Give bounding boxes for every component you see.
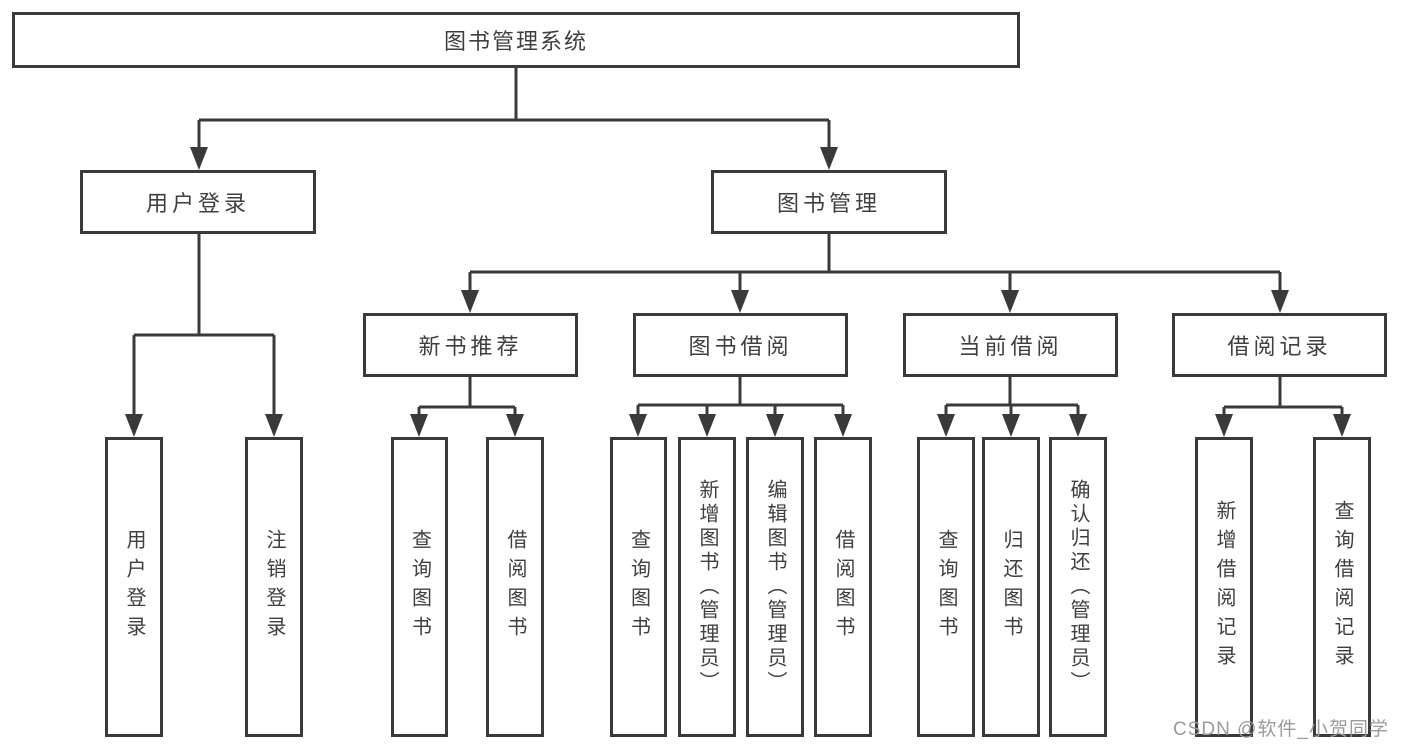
node-book-management-label: 图书管理 <box>776 191 881 216</box>
leaf-br-query-record: 查询借阅记录 <box>1313 437 1371 737</box>
node-root-label: 图书管理系统 <box>443 29 588 54</box>
leaf-nb-borrow-book-label: 借阅图书 <box>504 529 526 645</box>
leaf-br-add-record: 新增借阅记录 <box>1195 437 1253 737</box>
node-book-borrow: 图书借阅 <box>633 313 848 377</box>
leaf-bb-add-book-label: 新增图书（管理员） <box>696 479 718 695</box>
node-borrow-records: 借阅记录 <box>1172 313 1387 377</box>
node-book-borrow-label: 图书借阅 <box>688 334 793 359</box>
node-current-borrow: 当前借阅 <box>903 313 1118 377</box>
leaf-nb-query-book: 查询图书 <box>391 437 448 737</box>
leaf-logout-login-label: 注销登录 <box>263 529 285 645</box>
leaf-bb-query-book-label: 查询图书 <box>627 529 650 645</box>
node-book-management: 图书管理 <box>711 170 947 234</box>
leaf-user-login: 用户登录 <box>105 437 163 737</box>
node-current-borrow-label: 当前借阅 <box>958 334 1063 359</box>
leaf-cb-confirm-return-label: 确认归还（管理员） <box>1067 479 1089 695</box>
leaf-bb-add-book: 新增图书（管理员） <box>678 437 736 737</box>
leaf-bb-query-book: 查询图书 <box>610 437 667 737</box>
leaf-br-query-record-label: 查询借阅记录 <box>1331 500 1353 674</box>
leaf-cb-query-book: 查询图书 <box>917 437 975 737</box>
leaf-cb-return-book-label: 归还图书 <box>1000 529 1022 645</box>
leaf-user-login-label: 用户登录 <box>123 529 145 645</box>
leaf-cb-query-book-label: 查询图书 <box>935 529 957 645</box>
node-new-book-recommend: 新书推荐 <box>363 313 578 377</box>
leaf-bb-edit-book: 编辑图书（管理员） <box>746 437 804 737</box>
leaf-br-add-record-label: 新增借阅记录 <box>1213 500 1235 674</box>
leaf-nb-borrow-book: 借阅图书 <box>486 437 544 737</box>
csdn-watermark: CSDN @软件_小贺同学 <box>1173 719 1389 740</box>
leaf-logout-login: 注销登录 <box>245 437 303 737</box>
node-root: 图书管理系统 <box>12 12 1020 68</box>
leaf-cb-confirm-return: 确认归还（管理员） <box>1049 437 1107 737</box>
leaf-bb-edit-book-label: 编辑图书（管理员） <box>764 479 786 695</box>
leaf-nb-query-book-label: 查询图书 <box>408 529 431 645</box>
node-user-login: 用户登录 <box>80 170 316 234</box>
node-borrow-records-label: 借阅记录 <box>1227 334 1332 359</box>
node-user-login-label: 用户登录 <box>145 191 250 216</box>
node-new-book-recommend-label: 新书推荐 <box>418 334 523 359</box>
leaf-bb-borrow-book-label: 借阅图书 <box>832 529 854 645</box>
leaf-bb-borrow-book: 借阅图书 <box>814 437 872 737</box>
leaf-cb-return-book: 归还图书 <box>982 437 1040 737</box>
